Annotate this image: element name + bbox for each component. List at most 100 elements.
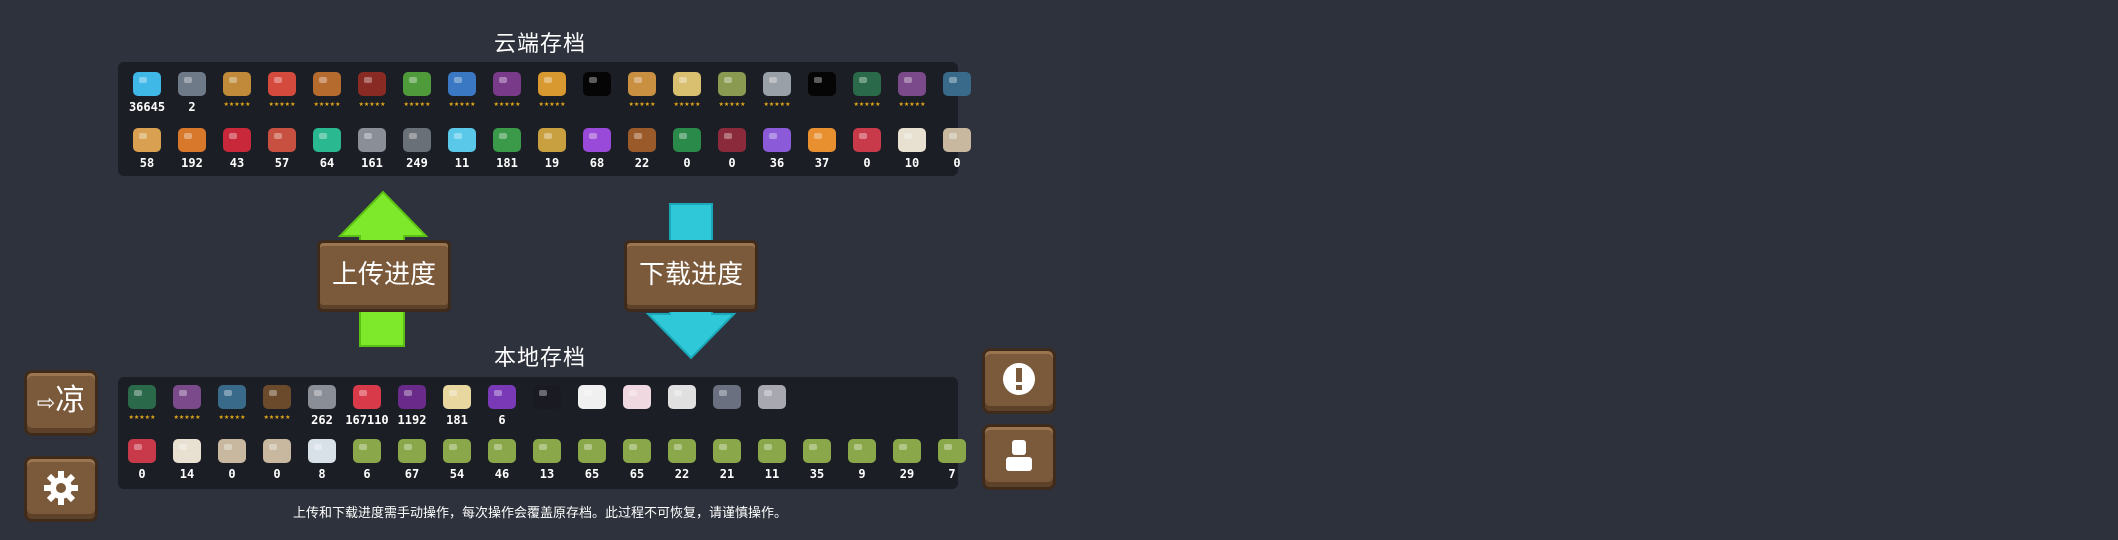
local-row1-slot <box>525 379 569 439</box>
local-row2-slot: 8 <box>300 433 344 493</box>
local-row2-slot: 11 <box>750 433 794 493</box>
settings-button[interactable] <box>24 456 98 522</box>
cloud-row2-slot: 10 <box>890 122 934 182</box>
knight-icon <box>223 72 251 96</box>
red-crystal-icon <box>223 128 251 152</box>
seed-icon <box>938 439 966 463</box>
cloud-row2-count: 43 <box>229 156 245 170</box>
cloud-row1-stars: ★★★★★ <box>853 101 881 108</box>
local-save-title: 本地存档 <box>493 346 586 371</box>
cloud-row2-count: 0 <box>863 156 871 170</box>
cloud-row1-slot: ★★★★★ <box>395 66 439 126</box>
locked-silhouette-icon <box>583 72 611 96</box>
local-row2-slot: 0 <box>120 433 164 493</box>
seed-icon <box>533 439 561 463</box>
cloud-row1-stars: ★★★★★ <box>313 101 341 108</box>
download-progress-button[interactable]: 下载进度 <box>624 240 758 312</box>
cloud-row2-count: 37 <box>814 156 830 170</box>
cloud-row1-slot: ★★★★★ <box>215 66 259 126</box>
cloud-row2-slot: 58 <box>125 122 169 182</box>
berserker-icon <box>718 72 746 96</box>
local-row2-count: 0 <box>228 467 236 481</box>
druid-icon <box>628 72 656 96</box>
seed-icon <box>668 439 696 463</box>
seed-icon <box>848 439 876 463</box>
local-row1-stars: ★★★★★ <box>218 414 246 421</box>
coin-icon <box>178 72 206 96</box>
seed-icon <box>623 439 651 463</box>
cloud-row2-count: 11 <box>454 156 470 170</box>
local-row1-stars: ★★★★★ <box>173 414 201 421</box>
sack-icon <box>173 439 201 463</box>
cloud-row2-count: 68 <box>589 156 605 170</box>
gear-icon <box>44 471 78 505</box>
timber-icon <box>133 128 161 152</box>
upload-progress-button[interactable]: 上传进度 <box>317 240 451 312</box>
cloud-row2-count: 64 <box>319 156 335 170</box>
local-row2-count: 14 <box>179 467 195 481</box>
local-row1-slot <box>750 379 794 439</box>
cloud-row1-stars: ★★★★★ <box>673 101 701 108</box>
ice-crystal-icon <box>448 128 476 152</box>
cloud-row1-slot: 36645 <box>125 66 169 126</box>
rogue-icon <box>268 72 296 96</box>
local-row1-slot: ★★★★★ <box>255 379 299 439</box>
local-row2-slot: 0 <box>255 433 299 493</box>
local-row1-slot <box>615 379 659 439</box>
upload-progress-label: 上传进度 <box>331 260 436 290</box>
account-button[interactable] <box>982 424 1056 490</box>
cloud-row1-stars: ★★★★★ <box>493 101 521 108</box>
wizard-icon <box>313 72 341 96</box>
scroll-icon <box>218 439 246 463</box>
local-row2-count: 22 <box>674 467 690 481</box>
local-row2-count: 65 <box>629 467 645 481</box>
local-row2-count: 7 <box>948 467 956 481</box>
tag-box-icon <box>668 385 696 409</box>
cloud-row2-count: 0 <box>728 156 736 170</box>
cloud-row2-slot: 68 <box>575 122 619 182</box>
local-row1-slot: 1192 <box>390 379 434 439</box>
cloud-row2-slot: 11 <box>440 122 484 182</box>
cloud-row2-count: 249 <box>406 156 428 170</box>
local-row2-count: 6 <box>363 467 371 481</box>
local-row2-count: 0 <box>138 467 146 481</box>
cloud-save-panel[interactable]: 36645 2 ★★★★★ ★★★★★ ★★★★★ ★★★★★ ★★★★★ ★★★★★ ★★★★… <box>118 62 971 176</box>
local-row2-slot: 35 <box>795 433 839 493</box>
cloud-row1-slot: ★★★★★ <box>530 66 574 126</box>
necromancer-icon <box>763 72 791 96</box>
cloud-row1-slot: ★★★★★ <box>620 66 664 126</box>
cloud-row1-slot <box>800 66 844 126</box>
cool-button-label: 凉 <box>55 383 86 418</box>
purple-crystal-icon <box>583 128 611 152</box>
local-row1-slot: 6 <box>480 379 524 439</box>
cloud-row1-slot: ★★★★★ <box>845 66 889 126</box>
priest-icon <box>673 72 701 96</box>
green-box-icon <box>128 385 156 409</box>
green-battery-icon <box>493 128 521 152</box>
locked-silhouette-icon <box>808 72 836 96</box>
local-row2-slot: 13 <box>525 433 569 493</box>
local-row2-slot: 21 <box>705 433 749 493</box>
cloud-row2-count: 58 <box>139 156 155 170</box>
cool-button[interactable]: ⇨凉 <box>24 370 98 436</box>
cloud-row2-slot: 36 <box>755 122 799 182</box>
cloud-row1-slot: ★★★★★ <box>665 66 709 126</box>
cloud-row1-slot: ★★★★★ <box>260 66 304 126</box>
local-row2-count: 54 <box>449 467 465 481</box>
vampire-icon <box>493 72 521 96</box>
cloud-row2-count: 10 <box>904 156 920 170</box>
cloud-save-title: 云端存档 <box>493 32 586 57</box>
cloud-row1-count: 2 <box>188 100 196 114</box>
cloud-row2-slot: 181 <box>485 122 529 182</box>
cloud-row1-stars: ★★★★★ <box>268 101 296 108</box>
black-cat-icon <box>533 385 561 409</box>
local-row2-slot: 67 <box>390 433 434 493</box>
alert-button[interactable] <box>982 348 1056 414</box>
cloud-row2-slot: 192 <box>170 122 214 182</box>
local-row1-count: 181 <box>446 413 468 427</box>
green-box-icon <box>853 72 881 96</box>
pot-icon <box>218 385 246 409</box>
